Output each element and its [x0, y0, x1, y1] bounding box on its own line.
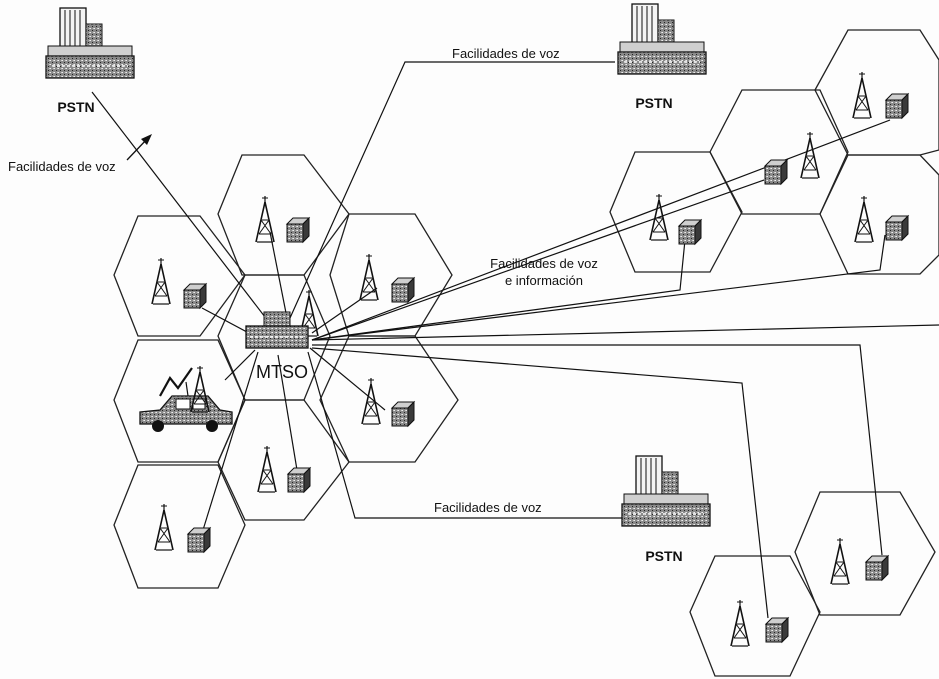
- base-station-box-icon: [886, 94, 908, 118]
- voz-info-label-line2: e información: [505, 273, 583, 288]
- cell-tower-icon: [258, 446, 276, 492]
- link-cluster-bottom: [312, 348, 768, 618]
- link-cell: [203, 352, 258, 530]
- mtso-label: MTSO: [256, 362, 308, 382]
- link-cell: [312, 288, 377, 333]
- voz-left-label: Facilidades de voz: [8, 159, 116, 174]
- base-station-box-icon: [188, 528, 210, 552]
- hex-cell: [710, 90, 848, 214]
- cell-towers: [152, 72, 873, 646]
- cell-tower-icon: [152, 258, 170, 304]
- hex-cell: [320, 336, 458, 462]
- base-station-box-icon: [765, 160, 787, 184]
- voz-left-pointer: [127, 134, 152, 160]
- base-station-box-icon: [184, 284, 206, 308]
- base-station-box-icon: [679, 220, 701, 244]
- base-station-box-icon: [287, 218, 309, 242]
- pstn-building-icon: [622, 456, 710, 526]
- hex-cell: [330, 214, 452, 336]
- hex-cell: [815, 30, 939, 155]
- cell-tower-icon: [155, 504, 173, 550]
- hex-cell: [820, 155, 939, 274]
- pstn-label: PSTN: [57, 99, 94, 115]
- link-cluster-right: [312, 120, 890, 340]
- pstn-building-icon: [46, 8, 134, 78]
- mtso-switch-icon: [246, 312, 308, 348]
- cell-tower-icon: [256, 196, 274, 242]
- hex-cell: [795, 492, 935, 615]
- cell-tower-icon: [801, 132, 819, 178]
- cell-tower-icon: [731, 600, 749, 646]
- voz-info-label-line1: Facilidades de voz: [490, 256, 598, 271]
- base-station-box-icon: [392, 278, 414, 302]
- cell-tower-icon: [362, 378, 380, 424]
- cell-cluster-bottom-right: [690, 492, 935, 676]
- base-station-box-icon: [766, 618, 788, 642]
- voz-bottom-label: Facilidades de voz: [434, 500, 542, 515]
- cell-tower-icon: [853, 72, 871, 118]
- hex-cell: [218, 155, 349, 275]
- hex-cell: [690, 556, 820, 676]
- cell-tower-icon: [855, 196, 873, 242]
- base-station-box-icon: [886, 216, 908, 240]
- pstn-building-icon: [618, 4, 706, 74]
- base-station-box-icon: [392, 402, 414, 426]
- hex-cell: [610, 152, 742, 272]
- pstn-label: PSTN: [635, 95, 672, 111]
- pstn-label: PSTN: [645, 548, 682, 564]
- link-cluster-bottom: [312, 345, 882, 555]
- cell-tower-icon: [831, 538, 849, 584]
- link-cluster-right: [312, 240, 685, 340]
- base-station-box-icon: [288, 468, 310, 492]
- link-pstn-bottom: [308, 352, 622, 518]
- car-icon: [140, 382, 232, 432]
- hex-cell: [114, 465, 245, 588]
- base-station-box-icon: [866, 556, 888, 580]
- voz-top-label: Facilidades de voz: [452, 46, 560, 61]
